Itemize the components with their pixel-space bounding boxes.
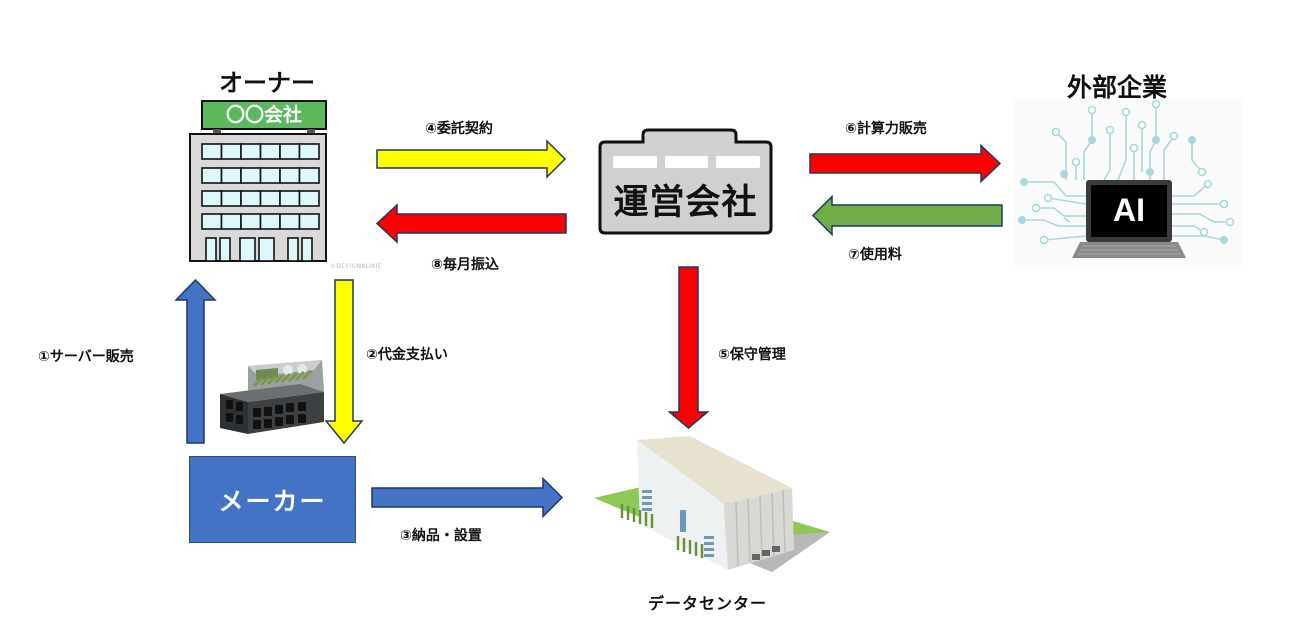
arrow-maintenance: [667, 266, 710, 429]
operator-box: 運営会社: [598, 126, 773, 236]
image-credit: ©DESIGNALIKIE: [330, 263, 382, 270]
maker-box: メーカー: [189, 456, 356, 543]
operator-title: 運営会社: [613, 183, 758, 223]
ai-screen-text: AI: [1113, 192, 1145, 228]
server-rack-icon: [218, 356, 328, 436]
datacenter-building-icon: [592, 432, 832, 580]
owner-title: オーナー: [219, 69, 315, 97]
ai-laptop-icon: AI: [1014, 99, 1242, 265]
flow-label-4: ④委託契約: [425, 121, 493, 137]
flow-label-2: ②代金支払い: [366, 347, 448, 363]
arrow-usage-fee: [811, 194, 1003, 237]
maker-title: メーカー: [218, 486, 327, 516]
flow-label-3: ③納品・設置: [400, 528, 482, 544]
arrow-delivery-installation: [371, 476, 564, 519]
flow-label-7: ⑦使用料: [848, 247, 902, 263]
datacenter-title: データセンター: [648, 594, 768, 613]
external-title: 外部企業: [1067, 73, 1168, 102]
arrow-payment: [324, 279, 364, 445]
arrow-server-sale: [174, 278, 217, 444]
arrow-compute-sale: [809, 143, 1002, 184]
owner-sign-text: 〇〇会社: [225, 104, 302, 126]
arrow-monthly-transfer: [375, 203, 567, 244]
flow-label-1: ①サーバー販売: [38, 349, 134, 365]
flow-label-8: ⑧毎月振込: [431, 257, 499, 273]
owner-building-icon: 〇〇会社: [189, 98, 329, 270]
arrow-consignment-contract: [376, 139, 567, 179]
flow-label-5: ⑤保守管理: [718, 347, 786, 363]
flow-label-6: ⑥計算力販売: [845, 121, 927, 137]
